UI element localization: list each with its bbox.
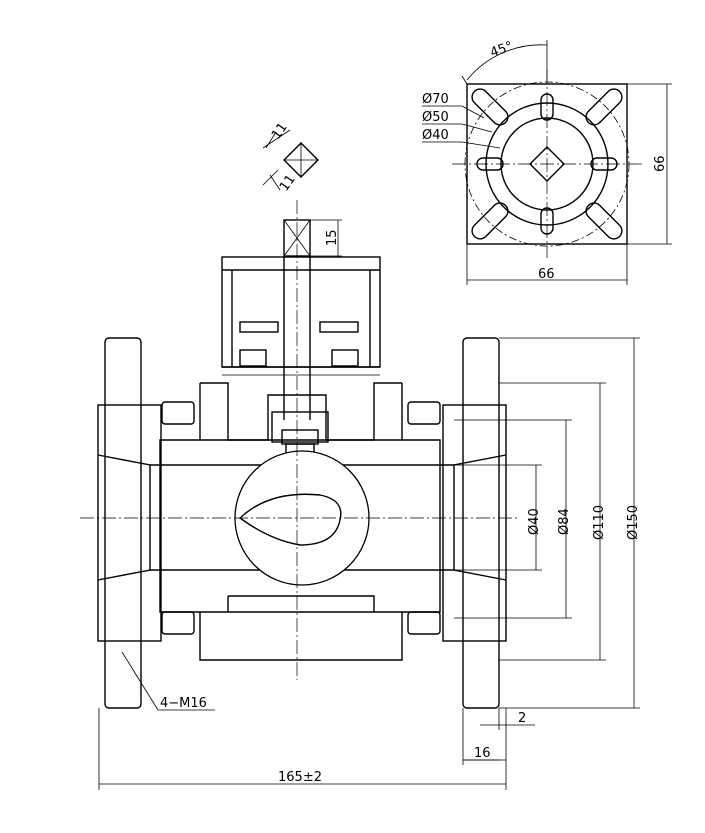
- overall-length-label: 165±2: [278, 770, 322, 785]
- flange-thickness-label: 16: [474, 746, 491, 761]
- flange-dia-label: Ø150: [626, 505, 641, 540]
- front-view: [80, 200, 640, 790]
- top-view: [422, 40, 672, 285]
- pad-height-label: 66: [653, 155, 668, 172]
- raised-face-dia-label: Ø84: [557, 508, 572, 535]
- dia-40-label: Ø40: [422, 128, 449, 143]
- face-step-label: 2: [518, 711, 526, 726]
- stem-height-label: 15: [325, 229, 340, 246]
- bolt-callout-label: 4−M16: [160, 696, 207, 711]
- dia-50-label: Ø50: [422, 110, 449, 125]
- flat-a-label: 11: [269, 120, 291, 142]
- angle-label: 45°: [488, 39, 515, 61]
- bore-dia-label: Ø40: [527, 508, 542, 535]
- bolt-circle-dia-label: Ø110: [592, 505, 607, 540]
- flat-b-label: 11: [277, 172, 299, 194]
- dia-70-label: Ø70: [422, 92, 449, 107]
- pad-width-label: 66: [538, 267, 555, 282]
